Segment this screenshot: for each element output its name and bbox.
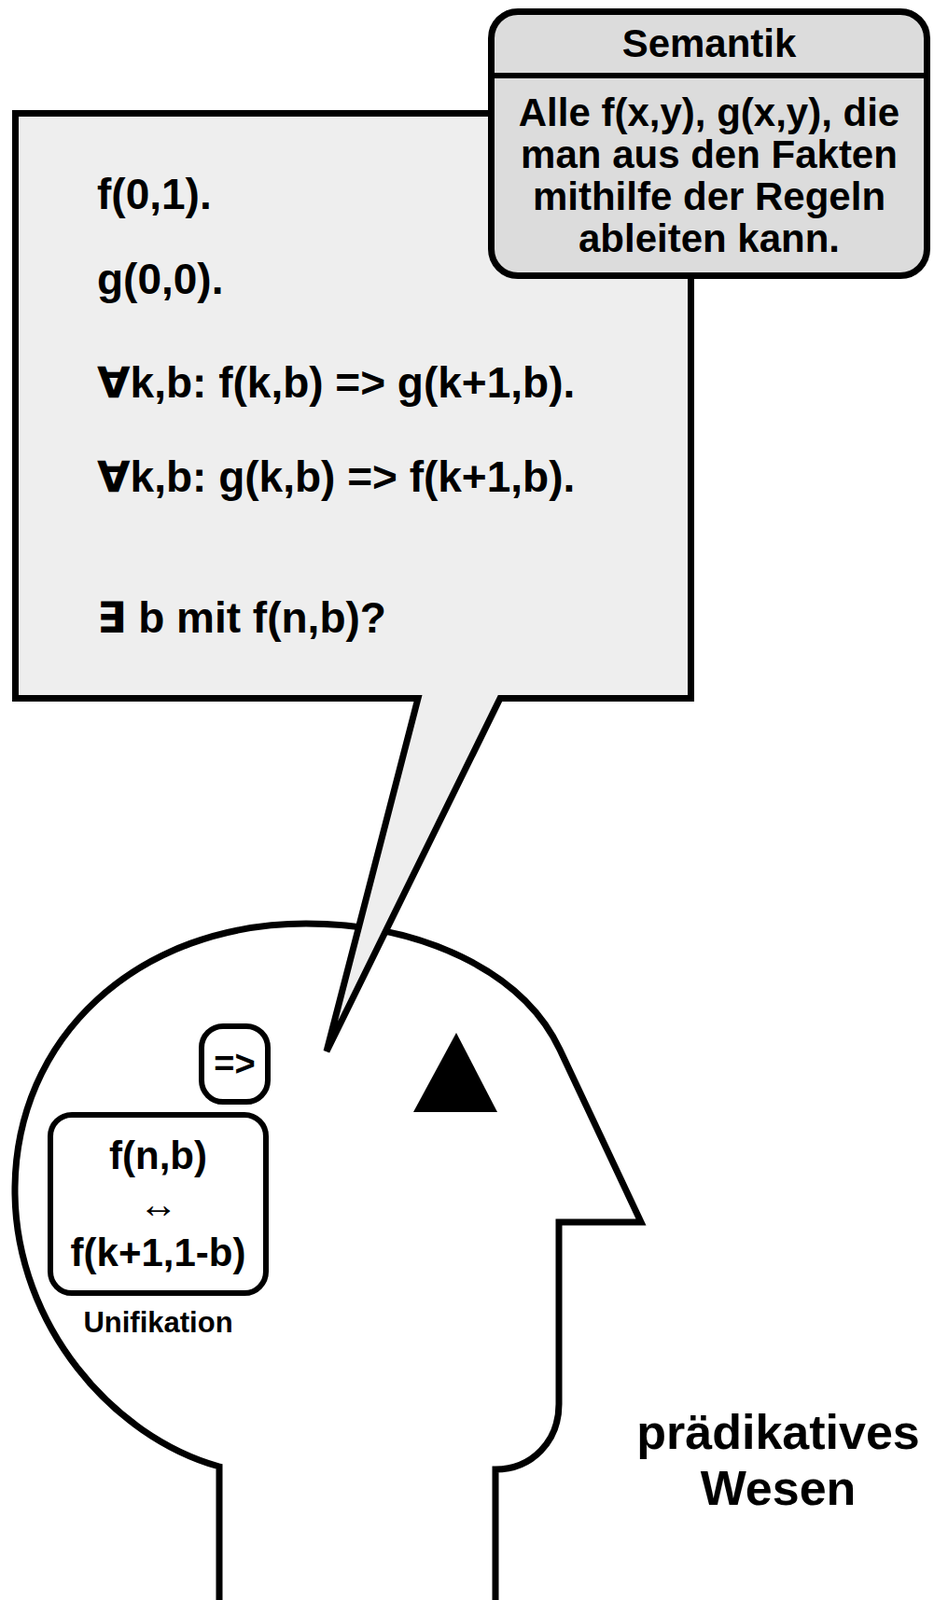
logic-statement: g(0,0). [97,252,224,306]
eye-triangle [413,1032,498,1113]
semantics-box: SemantikAlle f(x,y), g(x,y), die man aus… [487,8,931,279]
unification-box: f(n,b)↔f(k+1,1-b)Unifikation [47,1112,269,1297]
logic-statement: ∃ b mit f(n,b)? [97,591,387,644]
logic-statement: f(0,1). [97,167,212,221]
unification-term: f(k+1,1-b) [70,1228,247,1278]
implication-box: => [198,1023,271,1105]
box-caption: Unifikation [25,1305,292,1341]
box-heading: Semantik [494,14,924,79]
logic-statement: ∀k,b: g(k,b) => f(k+1,b). [97,450,575,503]
logic-statement: ∀k,b: f(k,b) => g(k+1,b). [97,356,575,409]
implication-symbol: => [213,1044,255,1085]
head-silhouette [14,923,642,1600]
box-body: Alle f(x,y), g(x,y), die man aus den Fak… [494,78,924,273]
being-label: prädikatives Wesen [614,1404,942,1517]
unification-term: f(n,b) [109,1131,208,1181]
unification-term: ↔ [139,1180,179,1229]
